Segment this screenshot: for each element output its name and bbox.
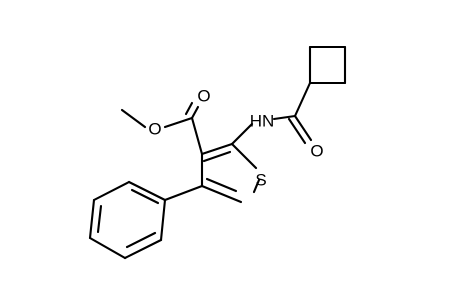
bond [88,198,96,240]
bond [163,184,204,202]
bond [92,180,131,202]
bond [293,114,313,142]
bond [120,108,147,129]
bond [202,150,232,163]
bond [130,188,160,205]
bond [184,101,194,116]
methyl-ester-group [120,101,204,156]
ester-oxygen-single-label: O [148,120,161,139]
bond [125,231,157,249]
bond [88,236,127,260]
bond [123,238,163,260]
phenyl-group [88,180,204,260]
amide-nh-label: HN [250,112,275,131]
bond [163,116,194,129]
amide-group [230,81,313,146]
bond [252,178,261,194]
bond [200,184,243,204]
thiophene-sulfur-label: S [255,171,266,190]
bond [96,204,103,234]
bond [205,177,238,193]
bond [190,105,200,120]
bond [287,117,307,145]
bond [230,122,254,146]
bond [272,114,297,121]
cyclobutane-ring [308,45,347,85]
amide-oxygen-label: O [310,142,323,161]
bond [190,116,204,156]
thiophene-ring [200,142,261,204]
bond [200,142,234,156]
ester-oxygen-double-label: O [197,87,210,106]
bond [127,180,167,202]
bond [159,198,167,242]
bond [230,142,258,170]
bond [293,81,312,118]
